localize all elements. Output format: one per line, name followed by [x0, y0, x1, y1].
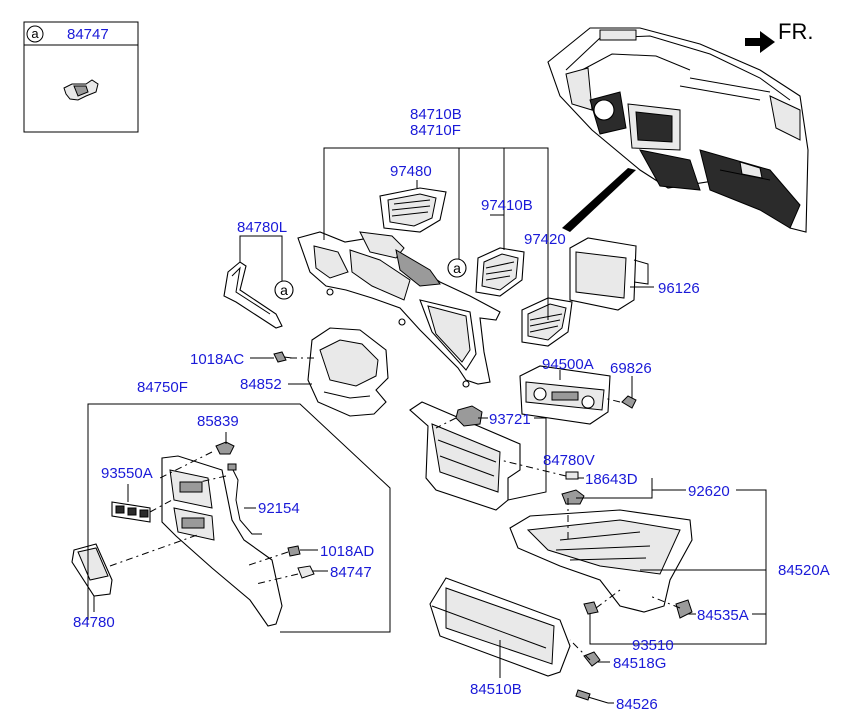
switch-93550A-icon — [111, 501, 151, 523]
bulb-18643D-icon — [565, 471, 579, 480]
label-97410B: 97410B — [481, 197, 533, 214]
label-69826: 69826 — [610, 360, 652, 377]
column-cover-84852-icon — [307, 327, 389, 417]
glovebox-housing-84520A-icon — [509, 509, 693, 619]
lower-panel-84750F-icon — [161, 455, 283, 627]
bolt-1018AD-icon — [287, 545, 301, 557]
label-84710F: 84710F — [410, 122, 461, 139]
circle-marker-a-1: a — [274, 280, 294, 300]
label-93510: 93510 — [632, 637, 674, 654]
label-92154: 92154 — [258, 500, 300, 517]
vehicle-dashboard-overview — [547, 27, 809, 233]
fastener-69826-icon — [621, 395, 637, 409]
assembly-dash-lines — [109, 357, 681, 661]
screw-1018AC-icon — [273, 351, 293, 363]
label-84750F: 84750F — [137, 379, 188, 396]
vent-97480-icon — [379, 187, 447, 233]
label-84852: 84852 — [240, 376, 282, 393]
label-93721: 93721 — [489, 411, 531, 428]
label-84520A: 84520A — [778, 562, 830, 579]
front-label: FR. — [778, 19, 813, 44]
crash-pad-frame — [297, 231, 501, 388]
label-1018AC: 1018AC — [190, 351, 244, 368]
label-97420: 97420 — [524, 231, 566, 248]
label-84780V: 84780V — [543, 452, 595, 469]
cover-84780-icon — [71, 543, 113, 597]
side-trim-84780L-icon — [223, 261, 283, 329]
vent-97410B-icon — [475, 247, 525, 297]
label-18643D: 18643D — [585, 471, 638, 488]
clip-85839-icon — [215, 441, 235, 455]
label-84526: 84526 — [616, 696, 658, 713]
svg-text:a: a — [453, 260, 461, 276]
label-96126: 96126 — [658, 280, 700, 297]
callout-letter: a — [31, 26, 39, 41]
part-labels: 84710B 84710F 97480 97410B 97420 84780L … — [73, 106, 830, 713]
label-93550A: 93550A — [101, 465, 153, 482]
label-94500A: 94500A — [542, 356, 594, 373]
center-bezel-84780V-icon — [409, 401, 521, 511]
vent-97420-icon — [521, 297, 573, 347]
screw-84526-icon — [575, 689, 609, 704]
label-84780L: 84780L — [237, 219, 287, 236]
label-84518G: 84518G — [613, 655, 666, 672]
label-84710B: 84710B — [410, 106, 462, 123]
clip-84747-icon — [63, 79, 99, 101]
latch-84518G-icon — [583, 651, 601, 667]
callout-box: a 84747 — [23, 21, 139, 133]
callout-part-number: 84747 — [67, 26, 109, 43]
wiring-92154-icon — [227, 463, 262, 535]
label-85839: 85839 — [197, 413, 239, 430]
heater-control-94500A-icon — [519, 365, 611, 425]
label-84535A: 84535A — [697, 607, 749, 624]
lamp-92620-icon — [561, 489, 585, 505]
front-indicator: FR. — [745, 19, 813, 53]
label-84510B: 84510B — [470, 681, 522, 698]
leader-lines — [87, 147, 767, 704]
clip-84747-lower-icon — [297, 565, 315, 579]
callout-letter-circle — [26, 25, 44, 43]
label-1018AD: 1018AD — [320, 543, 374, 560]
switch-93510-icon — [583, 601, 599, 615]
front-arrow-icon — [745, 31, 775, 53]
svg-text:a: a — [280, 282, 288, 298]
label-84780: 84780 — [73, 614, 115, 631]
label-92620: 92620 — [688, 483, 730, 500]
circle-marker-a-2: a — [447, 258, 467, 278]
label-84747: 84747 — [330, 564, 372, 581]
display-unit-96126-icon — [569, 237, 649, 311]
label-97480: 97480 — [390, 163, 432, 180]
glovebox-84510B-icon — [429, 577, 571, 677]
